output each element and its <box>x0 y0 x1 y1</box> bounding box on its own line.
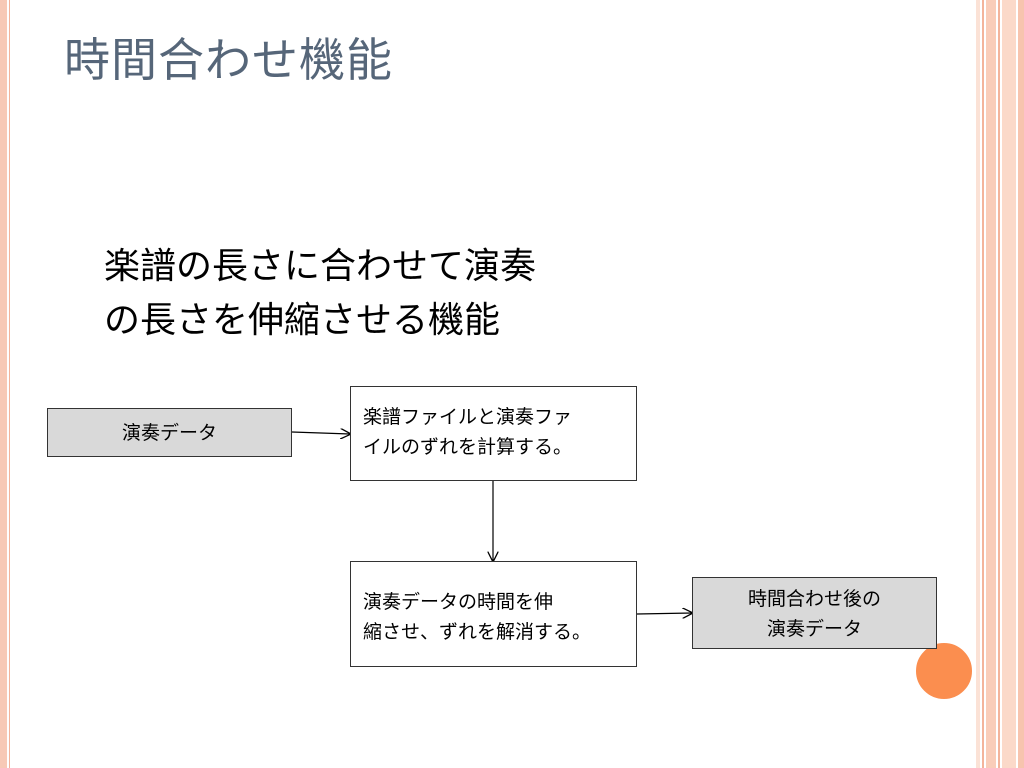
left-border-bar <box>0 0 7 768</box>
input-data-label: 演奏データ <box>121 422 217 444</box>
description-line-2: の長さを伸縮させる機能 <box>104 300 501 341</box>
stretch-time-line-2: 縮させ、ずれを解消する。 <box>363 621 592 643</box>
output-data-line-2: 演奏データ <box>766 618 862 640</box>
left-border-line <box>9 0 10 768</box>
slide-title: 時間合わせ機能 <box>64 33 393 87</box>
calculate-offset-line-2: イルのずれを計算する。 <box>363 436 573 458</box>
right-border-stripes <box>976 0 1024 768</box>
description-line-1: 楽譜の長さに合わせて演奏 <box>104 246 537 287</box>
slide-description: 楽譜の長さに合わせて演奏 の長さを伸縮させる機能 <box>104 240 536 348</box>
stretch-time-line-1: 演奏データの時間を伸 <box>363 591 554 613</box>
calculate-offset-box: 楽譜ファイルと演奏ファ イルのずれを計算する。 <box>350 386 637 481</box>
output-data-line-1: 時間合わせ後の <box>747 588 881 610</box>
input-data-box: 演奏データ <box>47 408 292 457</box>
decorative-orange-circle <box>913 640 975 702</box>
stretch-time-box: 演奏データの時間を伸 縮させ、ずれを解消する。 <box>350 561 637 667</box>
arrow-input-to-calc <box>291 432 350 434</box>
output-data-box: 時間合わせ後の 演奏データ <box>692 577 937 649</box>
arrow-stretch-to-output <box>636 613 692 614</box>
calculate-offset-line-1: 楽譜ファイルと演奏ファ <box>363 406 573 428</box>
